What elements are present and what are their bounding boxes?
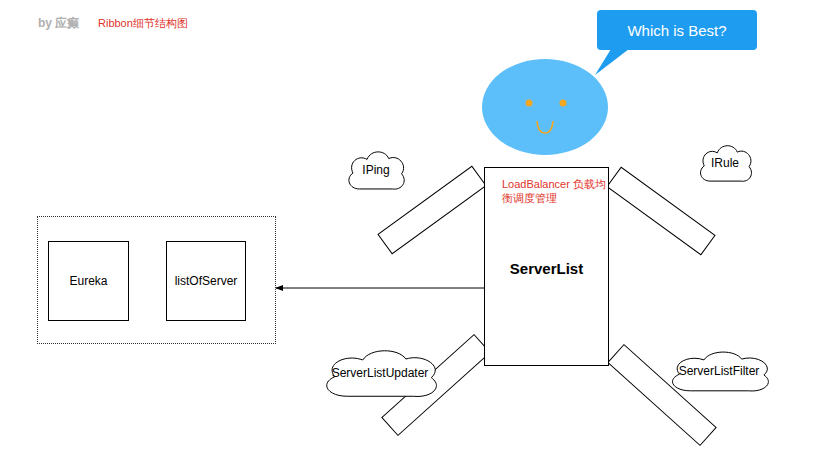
node-label: IPing [362,163,389,177]
body-box: LoadBalancer 负载均衡调度管理 ServerList [484,167,609,366]
eye [526,100,533,107]
node-label: IRule [711,156,739,170]
process-box: listOfServer [166,241,246,321]
head [482,59,608,155]
cloud-shape: IPing [344,148,408,192]
cloud-shape: ServerListFilter [664,348,775,394]
speech-bubble: Which is Best? [597,10,757,50]
node-label: Eureka [69,274,107,288]
eye [560,100,567,107]
title: Ribbon细节结构图 [98,16,188,31]
node-label: listOfServer [175,274,238,288]
speech-text: Which is Best? [627,22,726,39]
component-title: LoadBalancer 负载均衡调度管理 [502,177,608,205]
node-label: ServerListFilter [679,364,760,378]
component-name: ServerList [485,260,608,277]
group-box: Eureka listOfServer [37,216,276,344]
arrow-connector [276,288,484,289]
cloud-shape: ServerListUpdater [317,346,444,400]
arm [607,167,715,255]
cloud-shape: IRule [696,142,755,184]
smile [537,121,553,133]
process-box: Eureka [48,241,129,321]
author-note: by 应癫 [38,15,79,32]
node-label: ServerListUpdater [332,366,429,380]
